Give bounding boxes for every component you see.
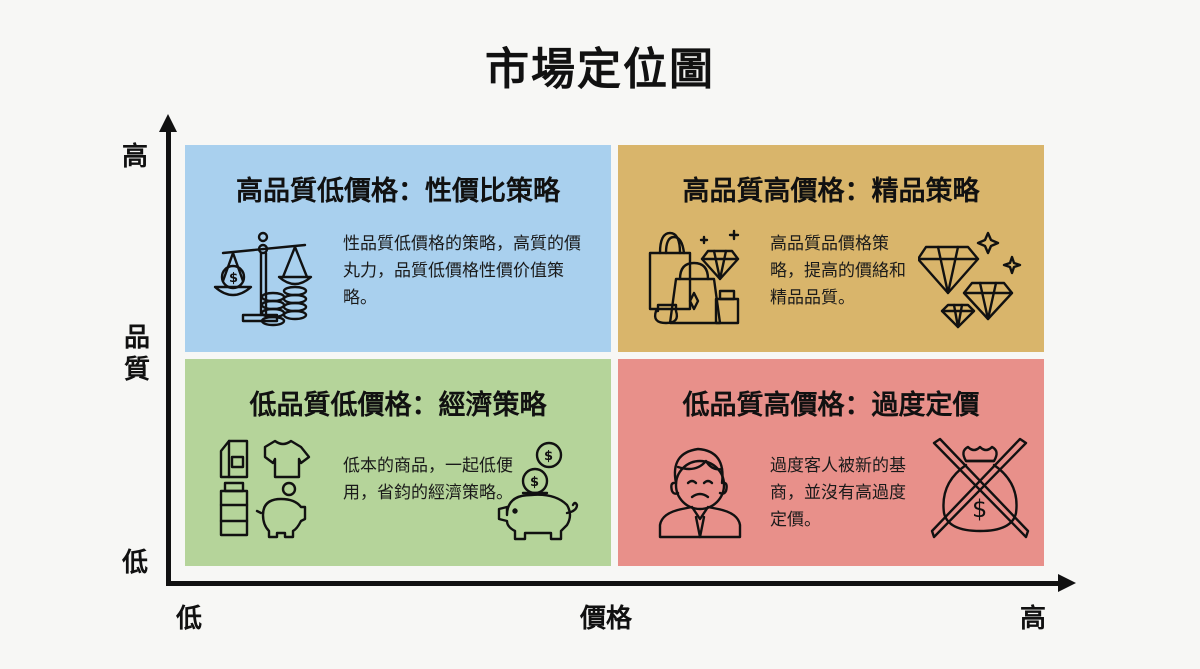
quadrant-high-quality-low-price: 高品質低價格：性價比策略 $ 性品質低價格的策略，高質的價丸力，品質低價格性價价…: [185, 145, 611, 352]
x-axis-low-label: 低: [176, 604, 203, 634]
piggy-bank-icon: $ $: [497, 439, 587, 543]
luxury-goods-icon: [646, 227, 750, 327]
x-axis-title: 價格: [580, 604, 633, 634]
quadrant-title: 高品質低價格：性價比策略: [236, 176, 560, 207]
sad-customer-icon: [656, 439, 746, 539]
svg-text:$: $: [530, 475, 539, 490]
x-axis-high-label: 高: [1020, 604, 1047, 634]
quadrant-title: 高品質高價格：精品策略: [682, 176, 980, 207]
svg-text:$: $: [544, 449, 553, 464]
y-axis-arrow-icon: [159, 114, 177, 132]
y-axis-title: 品質: [123, 323, 150, 385]
quadrant-title: 低品質高價格：過度定價: [682, 390, 980, 421]
quadrant-description: 過度客人被新的基商，並沒有高過度定價。: [770, 456, 906, 530]
y-axis-low-label: 低: [122, 548, 149, 578]
quadrant-description: 高品質品價格策略，提高的價絡和精品品質。: [770, 234, 906, 308]
quadrant-low-quality-high-price: 低品質高價格：過度定價 過度客人被新的基商，並沒有高過度定價。 $: [618, 359, 1044, 566]
page-title: 市場定位圖: [485, 44, 715, 95]
crossed-money-bag-icon: $: [930, 437, 1030, 541]
quadrant-description: 性品質低價格的策略，高質的價丸力，品質低價格性價价值策略。: [343, 234, 581, 308]
svg-text:$: $: [972, 495, 987, 523]
svg-text:$: $: [229, 271, 238, 286]
quadrant-title: 低品質低價格：經濟策略: [249, 390, 547, 421]
y-axis-line: [166, 126, 171, 586]
diamonds-icon: [918, 231, 1028, 331]
quadrant-high-quality-high-price: 高品質高價格：精品策略 高品質品價格策略，提高的價絡和精品品質。: [618, 145, 1044, 352]
x-axis-line: [166, 581, 1061, 586]
basic-goods-icon: [217, 439, 313, 539]
x-axis-arrow-icon: [1058, 574, 1076, 592]
balance-scale-icon: $: [213, 229, 317, 329]
quadrant-low-quality-low-price: 低品質低價格：經濟策略 低本的商品，一起低便用，省鈞的經濟策略。 $ $: [185, 359, 611, 566]
y-axis-high-label: 高: [122, 142, 149, 172]
quadrant-description: 低本的商品，一起低便用，省鈞的經濟策略。: [343, 456, 513, 503]
